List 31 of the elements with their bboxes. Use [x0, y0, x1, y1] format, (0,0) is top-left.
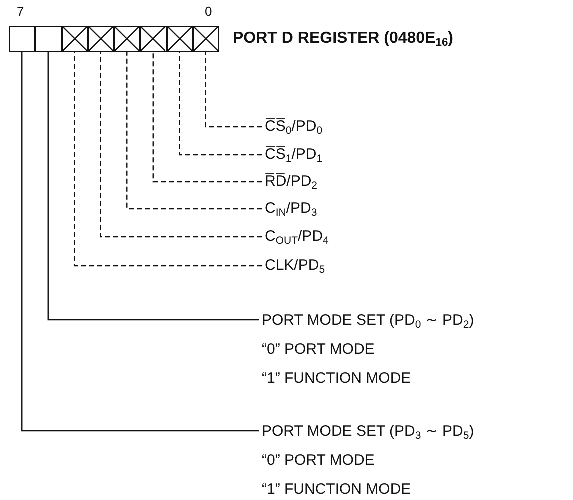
- crossed-bit-cell: [166, 26, 193, 52]
- mode-description: “1” FUNCTION MODE: [262, 480, 412, 500]
- crossed-bit-cell: [114, 26, 140, 52]
- crossed-bit-cell: [62, 26, 88, 52]
- leader-line: [179, 52, 262, 156]
- signal-label: C$_{OUT}$/PD$_{4}$: [265, 228, 395, 246]
- mode-description: PORT MODE SET (PD$_{0}$ ∼ PD$_{2}$): [262, 311, 476, 333]
- signal-label: C̅S̅$_{1}$/PD$_{1}$: [265, 146, 395, 164]
- leader-line: [152, 52, 262, 183]
- mode-description: PORT MODE SET (PD$_{3}$ ∼ PD$_{5}$): [262, 422, 476, 444]
- signal-label: C$_{IN}$/PD$_{3}$: [265, 200, 395, 218]
- mode-description: “0” PORT MODE: [262, 340, 376, 360]
- leader-line: [205, 52, 262, 128]
- leader-line: [22, 52, 259, 432]
- bit-number: 7: [17, 4, 24, 19]
- leader-line: [100, 52, 262, 238]
- register-bit-cell: [9, 26, 36, 52]
- leader-line: [48, 52, 259, 321]
- signal-label: C̅S̅$_{0}$/PD$_{0}$: [265, 118, 395, 136]
- crossed-bit-cell: [88, 26, 114, 52]
- signal-label: CLK/PD$_{5}$: [265, 257, 395, 275]
- crossed-bit-cell: [140, 26, 166, 52]
- signal-label: R̅D̅/PD$_{2}$: [265, 173, 395, 191]
- leader-line: [74, 52, 262, 267]
- register-title: PORT D REGISTER (0480E$_{16}$): [233, 30, 454, 48]
- register-bit-cell: [35, 26, 62, 52]
- crossed-bit-cell: [192, 26, 219, 52]
- mode-description: “0” PORT MODE: [262, 451, 376, 471]
- mode-description: “1” FUNCTION MODE: [262, 369, 412, 389]
- bit-number: 0: [205, 4, 212, 19]
- leader-line: [126, 52, 262, 210]
